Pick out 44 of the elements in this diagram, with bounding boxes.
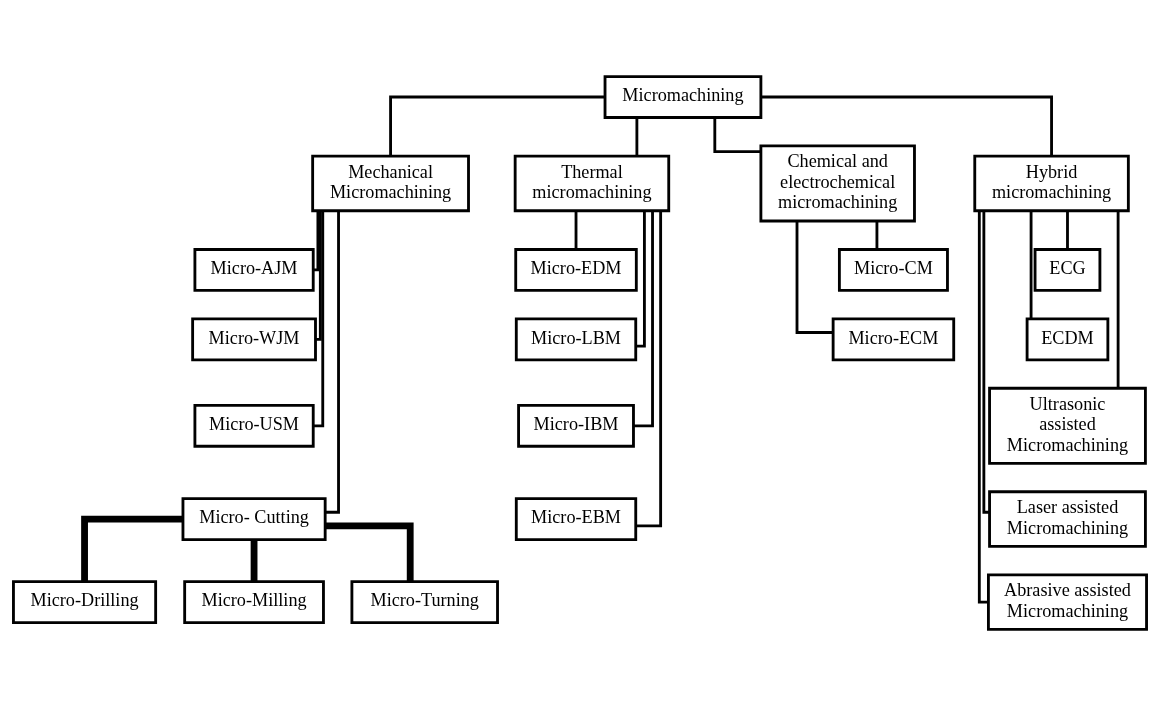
node-box: Micro-Turning	[350, 580, 499, 625]
connector	[1066, 210, 1069, 250]
node-box: ECG	[1033, 248, 1102, 292]
connector	[250, 539, 258, 582]
connector	[81, 515, 183, 582]
node-box: Hybrid micromachining	[973, 154, 1130, 213]
node-box: Micro-EDM	[514, 248, 638, 292]
connector	[313, 210, 325, 428]
connector	[761, 95, 1053, 157]
node-box: Abrasive assisted Micromachining	[987, 573, 1148, 631]
node-box: Micro-LBM	[514, 317, 638, 362]
connector	[325, 522, 414, 582]
connector	[713, 117, 761, 154]
connector	[574, 210, 578, 250]
node-box: Thermal micromachining	[513, 154, 671, 213]
connector	[1029, 211, 1033, 319]
node-box: Micro-ECM	[831, 317, 956, 362]
node-box: ECDM	[1025, 317, 1110, 362]
node-box: Laser assisted Micromachining	[988, 490, 1147, 548]
connector	[875, 221, 879, 250]
node-box: Micro- Cutting	[181, 497, 327, 541]
node-box: Micro-USM	[193, 403, 315, 448]
connector	[313, 210, 320, 272]
connector	[636, 210, 663, 528]
node-box: Ultrasonic assisted Micromachining	[988, 386, 1147, 465]
node-box: Micro-AJM	[193, 248, 315, 292]
node-box: Mechanical Micromachining	[311, 154, 470, 213]
connector	[977, 210, 989, 604]
node-box: Micro-CM	[837, 248, 949, 292]
connector	[389, 95, 605, 157]
connector	[315, 211, 322, 341]
node-box: Micro-EBM	[514, 497, 638, 541]
connector	[795, 221, 833, 334]
node-box: Micro-IBM	[517, 403, 635, 448]
connector	[635, 117, 639, 156]
node-box: Micro-WJM	[191, 317, 317, 362]
connector	[636, 211, 646, 348]
node-box: Chemical and electrochemical micromachining	[759, 144, 916, 223]
connector	[1116, 210, 1120, 388]
connector	[325, 210, 340, 514]
node-box: Micro-Milling	[183, 580, 325, 625]
node-box: Micro-Drilling	[12, 580, 158, 625]
connector	[982, 210, 990, 514]
node-box: Micromachining	[603, 75, 763, 119]
